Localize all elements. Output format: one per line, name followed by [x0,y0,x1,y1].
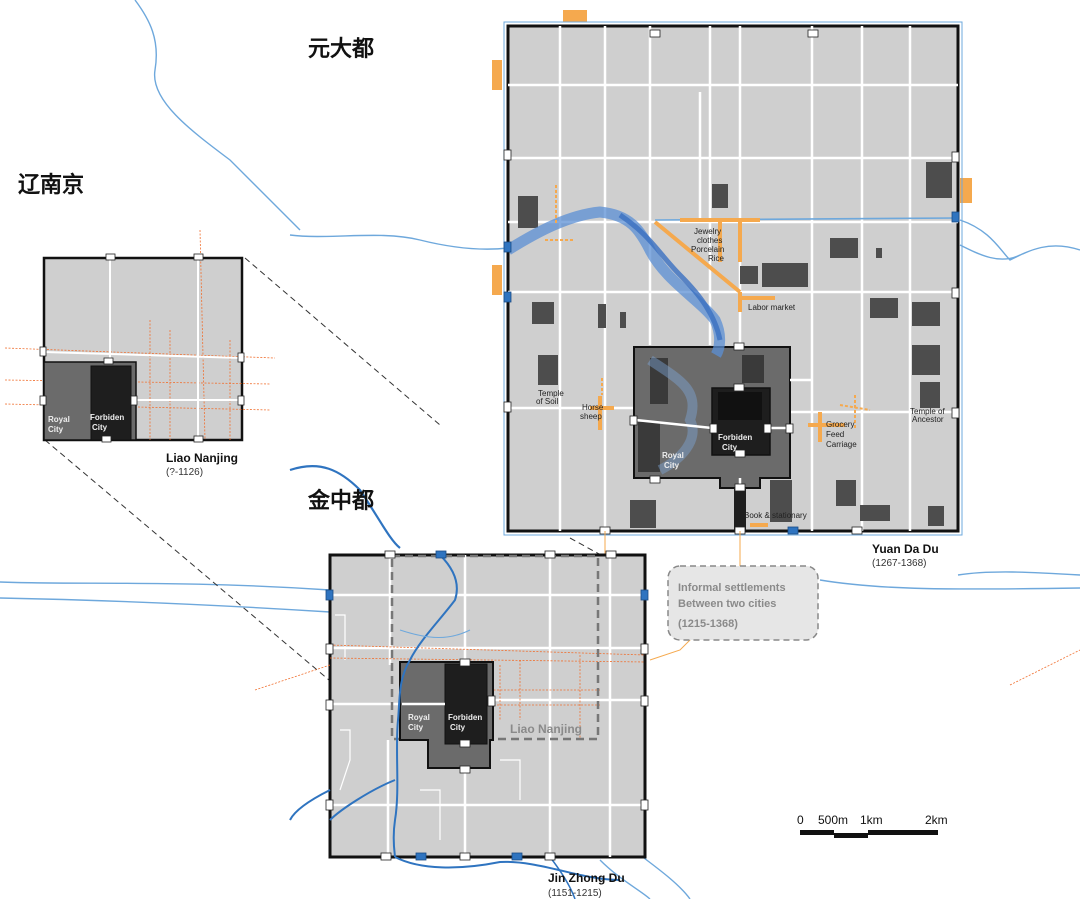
temple-ancestor-2: Ancestor [912,415,944,424]
market-book: Book & stationary [744,511,807,520]
river-east-low [959,244,1021,260]
liao-royal-label-1: Royal [48,415,70,424]
liao-forbidden-label-1: Forbiden [90,413,124,422]
market-grocery-1: Grocery [826,420,854,429]
title-yuan-dadu: 元大都 [308,37,374,62]
informal-line1: Informal settlements [678,582,786,594]
river-east [959,219,1080,261]
yuan-dadu-map: Jewelry clothes Porcelain Rice Labor mar… [492,10,972,569]
scale-tick-2km: 2km [925,813,948,827]
liao-royal-label-2: City [48,425,64,434]
river-west2 [0,597,331,613]
market-grocery-2: Feed [826,430,844,439]
market-horse-1: Horse [582,403,604,412]
scale-tick-0: 0 [797,813,804,827]
river-north [134,0,301,231]
informal-years: (1215-1368) [678,618,738,630]
jin-zhongdu-map: Royal City Forbiden City Liao Nanjing Ji… [254,550,1080,899]
jin-city-years: (1151-1215) [548,888,602,899]
river-jin-top [289,465,401,549]
river-jin-bottom2 [599,859,651,899]
liao-nanjing-map: Royal City Forbiden City Liao Nanjing (?… [4,229,276,478]
river-southeast [957,571,1080,576]
river-jin-bottom [639,854,691,899]
liao-forbidden-label-2: City [92,423,108,432]
temple-soil-2: of Soil [536,397,558,406]
yuan-city-name: Yuan Da Du [872,542,939,556]
market-labor: Labor market [748,303,796,312]
yuan-city-years: (1267-1368) [872,558,926,569]
scale-tick-1km: 1km [860,813,883,827]
temple-soil-1: Temple [538,389,564,398]
informal-line2: Between two cities [678,598,776,610]
yuan-forbidden-label-1: Forbiden [718,433,752,442]
market-jewelry-1: Jewelry [694,227,721,236]
river-west [0,581,331,591]
jin-forbidden-label-1: Forbiden [448,713,482,722]
informal-settlements-box: Informal settlements Between two cities … [667,565,819,641]
jin-river [392,554,458,858]
jin-liao-outline-label: Liao Nanjing [510,722,582,736]
jin-royal-label-2: City [408,723,424,732]
jin-forbidden-label-2: City [450,723,466,732]
yuan-royal-label-1: Royal [662,451,684,460]
river-northwest [289,234,509,250]
title-liao-nanjing: 辽南京 [18,172,84,198]
liao-city-years: (?-1126) [166,467,203,478]
market-grocery-3: Carriage [826,440,857,449]
yuan-forbidden-label-2: City [722,443,738,452]
scale-bar: 0 500m 1km 2km [797,813,948,838]
jin-forbidden-city [444,663,488,745]
scale-tick-500m: 500m [818,813,848,827]
river-southeast2 [819,579,1080,590]
market-horse-2: sheep [580,412,602,421]
jin-royal-label-1: Royal [408,713,430,722]
temple-ancestor-1: Temple of [910,407,945,416]
market-jewelry-4: Rice [708,254,725,263]
liao-city-name: Liao Nanjing [166,451,238,465]
jin-city-name: Jin Zhong Du [548,871,625,885]
market-jewelry-3: Porcelain [691,245,724,254]
yuan-royal-label-2: City [664,461,680,470]
liao-forbidden-city [90,365,132,441]
connector-lines [44,257,611,741]
market-jewelry-2: clothes [697,236,722,245]
title-jin-zhongdu: 金中都 [307,488,374,514]
